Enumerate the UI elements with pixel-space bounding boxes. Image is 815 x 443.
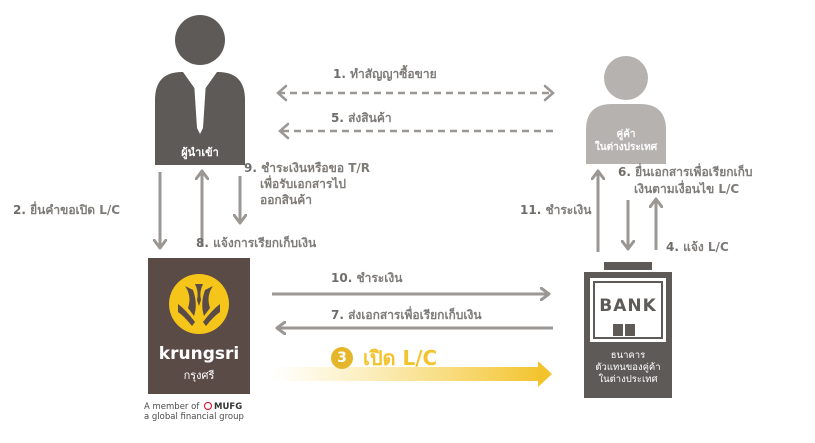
step7-number: 7.	[331, 308, 344, 322]
step10-label: 10. ชำระเงิน	[331, 271, 402, 286]
step7-text: ส่งเอกสารเพื่อเรียกเก็บเงิน	[348, 308, 482, 322]
importer-label: ผู้นำเข้า	[181, 146, 219, 159]
foreign-bank-label-line2: ตัวแทนของคู่ค้า	[595, 362, 661, 373]
step8-text: แจ้งการเรียกเก็บเงิน	[213, 236, 317, 250]
step3-label: 3 เปิด L/C	[331, 342, 437, 374]
step5-label: 5. ส่งสินค้า	[331, 111, 392, 126]
step1-arrowhead-left	[276, 84, 288, 102]
step2-number: 2.	[13, 203, 26, 217]
step11-number: 11.	[520, 203, 542, 217]
step5-text: ส่งสินค้า	[348, 111, 392, 125]
step10-number: 10.	[331, 271, 353, 285]
mufg-member-line2: a global financial group	[144, 412, 244, 422]
krungsri-bank-box: krungsri กรุงศรี	[148, 258, 250, 394]
step3-arrow-shaft	[272, 367, 544, 381]
krungsri-logo-icon	[169, 274, 229, 334]
step9-line2: เพื่อรับเอกสารไป	[260, 177, 347, 191]
step4-text: แจ้ง L/C	[683, 240, 729, 254]
step11-text: ชำระเงิน	[545, 203, 592, 217]
bank-sign: BANK	[599, 296, 657, 316]
krungsri-logo-text: krungsri	[158, 344, 240, 364]
step5-number: 5.	[331, 111, 344, 125]
bank-building-icon	[584, 262, 672, 398]
step7-label: 7. ส่งเอกสารเพื่อเรียกเก็บเงิน	[331, 308, 482, 323]
step4-number: 4.	[666, 240, 679, 254]
step9-number: 9.	[244, 161, 257, 175]
step8-label: 8. แจ้งการเรียกเก็บเงิน	[196, 236, 316, 251]
mufg-logo-text: MUFG	[214, 402, 243, 412]
step6-label: 6. ยื่นเอกสารเพื่อเรียกเก็บ เงินตามเงื่อ…	[618, 164, 752, 198]
step3-text: เปิด L/C	[363, 346, 438, 370]
step1-number: 1.	[333, 67, 346, 81]
step6-line1: ยื่นเอกสารเพื่อเรียกเก็บ	[635, 165, 753, 179]
step11-label: 11. ชำระเงิน	[520, 203, 591, 218]
exporter-figure-icon	[586, 56, 666, 164]
step3-arrowhead	[538, 361, 552, 387]
foreign-bank-label: ธนาคาร ตัวแทนของคู่ค้า ในต่างประเทศ	[584, 350, 672, 386]
importer-figure-icon	[155, 15, 245, 165]
step5-arrowhead	[278, 122, 290, 140]
krungsri-thai-name: กรุงศรี	[183, 369, 215, 382]
step10-text: ชำระเงิน	[356, 271, 403, 285]
step9-line1: ชำระเงินหรือขอ T/R	[261, 161, 371, 175]
step1-label: 1. ทำสัญญาซื้อขาย	[333, 67, 437, 82]
step9-line3: ออกสินค้า	[260, 193, 312, 207]
exporter-label: คู่ค้า ในต่างประเทศ	[586, 128, 666, 154]
mufg-logo-icon	[204, 402, 213, 410]
step4-label: 4. แจ้ง L/C	[666, 240, 729, 255]
step1-arrowhead-right	[543, 84, 555, 102]
foreign-bank-label-line3: ในต่างประเทศ	[598, 374, 658, 385]
exporter-label-line1: คู่ค้า	[616, 129, 636, 140]
step3-number-badge: 3	[331, 347, 353, 369]
step8-number: 8.	[196, 236, 209, 250]
step9-label: 9. ชำระเงินหรือขอ T/R เพื่อรับเอกสารไป อ…	[244, 160, 370, 208]
step6-line2: เงินตามเงื่อนไข L/C	[634, 182, 740, 196]
step1-text: ทำสัญญาซื้อขาย	[350, 67, 437, 81]
exporter-label-line2: ในต่างประเทศ	[594, 142, 658, 153]
foreign-bank-label-line1: ธนาคาร	[610, 350, 646, 361]
step2-text: ยื่นคำขอเปิด L/C	[30, 203, 121, 217]
step6-number: 6.	[618, 165, 631, 179]
mufg-tagline: A member of MUFG a global financial grou…	[144, 402, 244, 422]
step2-label: 2. ยื่นคำขอเปิด L/C	[13, 203, 120, 218]
mufg-member-line1: A member of	[144, 402, 200, 412]
